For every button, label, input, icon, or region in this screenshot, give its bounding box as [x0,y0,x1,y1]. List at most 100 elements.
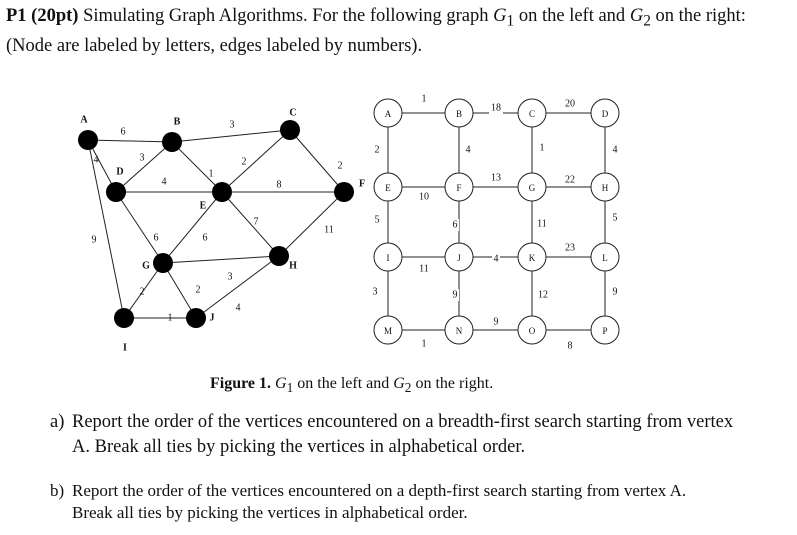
g1-node-e [212,182,232,202]
question-b-label: b) [50,481,65,500]
g2-weight-bg [563,242,577,254]
problem-mid-text: on the left and [514,6,630,26]
problem-label: P1 (20pt) [6,6,79,26]
g2-edge-weight-j-k: 4 [494,254,499,265]
g2-node-c [517,98,547,128]
g1-edge-weight-b-c: 3 [230,120,235,131]
g1-edge-a-b [87,139,173,143]
g2-edge-weight-f-g: 13 [491,173,501,184]
g2-node-label-j: J [457,253,461,263]
g2-node-label-n: N [456,326,463,336]
g2-edge-weight-c-d: 20 [565,99,575,110]
g2-node-o [517,315,547,345]
g1-edge-weight-c-f: 2 [338,161,343,172]
g2-weight-bg [492,253,500,265]
g1-node-h [269,246,289,266]
g1-edge-b-e [171,141,223,193]
g1-node-label-h: H [289,261,297,272]
g1-node-d [106,182,126,202]
g2-weight-bg [611,212,619,224]
g1-node-i [114,308,134,328]
g1-node-label-g: G [142,261,150,272]
g2-edge-weight-c-g: 1 [540,143,545,154]
problem-title: Simulating Graph Algorithms. For the fol… [78,6,494,26]
g2-weight-bg [417,191,431,203]
g2-node-f [444,172,474,202]
g2-edge-weight-g-k: 11 [537,219,547,230]
g2-node-label-e: E [385,183,391,193]
g1-edge-weight-a-d: 4 [94,155,99,166]
g2-node-label-p: P [602,326,607,336]
g2-symbol: G [629,6,644,26]
g2-node-j [444,242,474,272]
g2-node-k [517,242,547,272]
g2-edge-weight-i-j: 11 [419,264,429,275]
g1-edge-weight-h-j: 4 [236,303,241,314]
g2-edge-weight-k-l: 23 [565,243,575,254]
g1-edge-g-j [162,262,197,319]
question-b-text-1: Report the order of the vertices encount… [72,481,687,500]
g1-edge-weight-i-j: 1 [168,313,173,324]
g1-node-label-j: J [210,313,215,324]
g2-edge-weight-k-o: 12 [538,290,548,301]
g1-node-label-c: C [289,108,296,119]
question-a: a)Report the order of the vertices encou… [50,410,780,460]
g2-node-label-l: L [602,253,608,263]
g1-edge-weight-e-f: 8 [277,180,282,191]
g2-weight-bg [538,142,546,154]
g2-node-label-h: H [602,183,609,193]
g2-node-g [517,172,547,202]
g2-edge-weight-e-f: 10 [419,192,429,203]
problem-line-1: P1 (20pt) Simulating Graph Algorithms. F… [6,4,791,34]
g2-edge-weight-b-f: 4 [466,145,471,156]
g2-edge-weight-a-e: 2 [375,145,380,156]
g2-edge-weight-m-n: 1 [422,339,427,350]
caption-g1: G [275,375,287,392]
g2-node-m [373,315,403,345]
g2-weight-bg [566,340,574,352]
g2-weight-bg [451,219,459,231]
g2-weight-bg [611,144,619,156]
g2-edge-weight-o-p: 8 [568,341,573,352]
g2-node-e [373,172,403,202]
g1-edge-g-h [162,255,280,264]
question-b: b) Report the order of the vertices encou… [50,480,780,524]
question-a-label: a) [50,412,65,432]
g1-edge-weight-e-h: 7 [254,217,259,228]
g1-edge-weight-g-h: 3 [228,272,233,283]
g2-edge-weight-n-o: 9 [494,317,499,328]
question-b-line-1: b) Report the order of the vertices encou… [50,480,780,502]
g1-edge-e-h [221,191,280,257]
g2-node-b [444,98,474,128]
g2-weight-bg [535,218,549,230]
g1-edge-e-g [162,191,223,264]
g2-node-label-k: K [529,253,536,263]
caption-end: on the right. [411,375,494,392]
g2-weight-bg [420,338,428,350]
g1-node-j [186,308,206,328]
g1-edge-c-f [289,129,345,193]
g1-node-label-f: F [359,179,365,190]
g2-node-label-a: A [385,109,392,119]
caption-g2: G [393,375,405,392]
g1-edge-weight-d-g: 6 [154,233,159,244]
g2-weight-bg [417,263,431,275]
g2-edge-weight-a-b: 1 [422,94,427,105]
g1-edge-f-h [278,191,345,257]
question-a-text-2: A. Break all ties by picking the vertice… [72,437,526,457]
g1-edge-b-d [115,141,173,193]
g1-edge-d-g [115,191,164,264]
g2-node-label-g: G [529,183,536,193]
g1-edge-h-j [195,255,280,319]
g2-weight-bg [371,286,379,298]
g1-node-label-i: I [123,343,127,354]
g1-edge-weight-a-i: 9 [92,235,97,246]
g1-edge-weight-d-e: 4 [162,177,167,188]
g2-weight-bg [611,286,619,298]
g2-edge-weight-l-p: 9 [613,287,618,298]
g1-edge-weight-g-j: 2 [196,285,201,296]
problem-line-2: (Node are labeled by letters, edges labe… [6,35,423,56]
g2-node-d [590,98,620,128]
